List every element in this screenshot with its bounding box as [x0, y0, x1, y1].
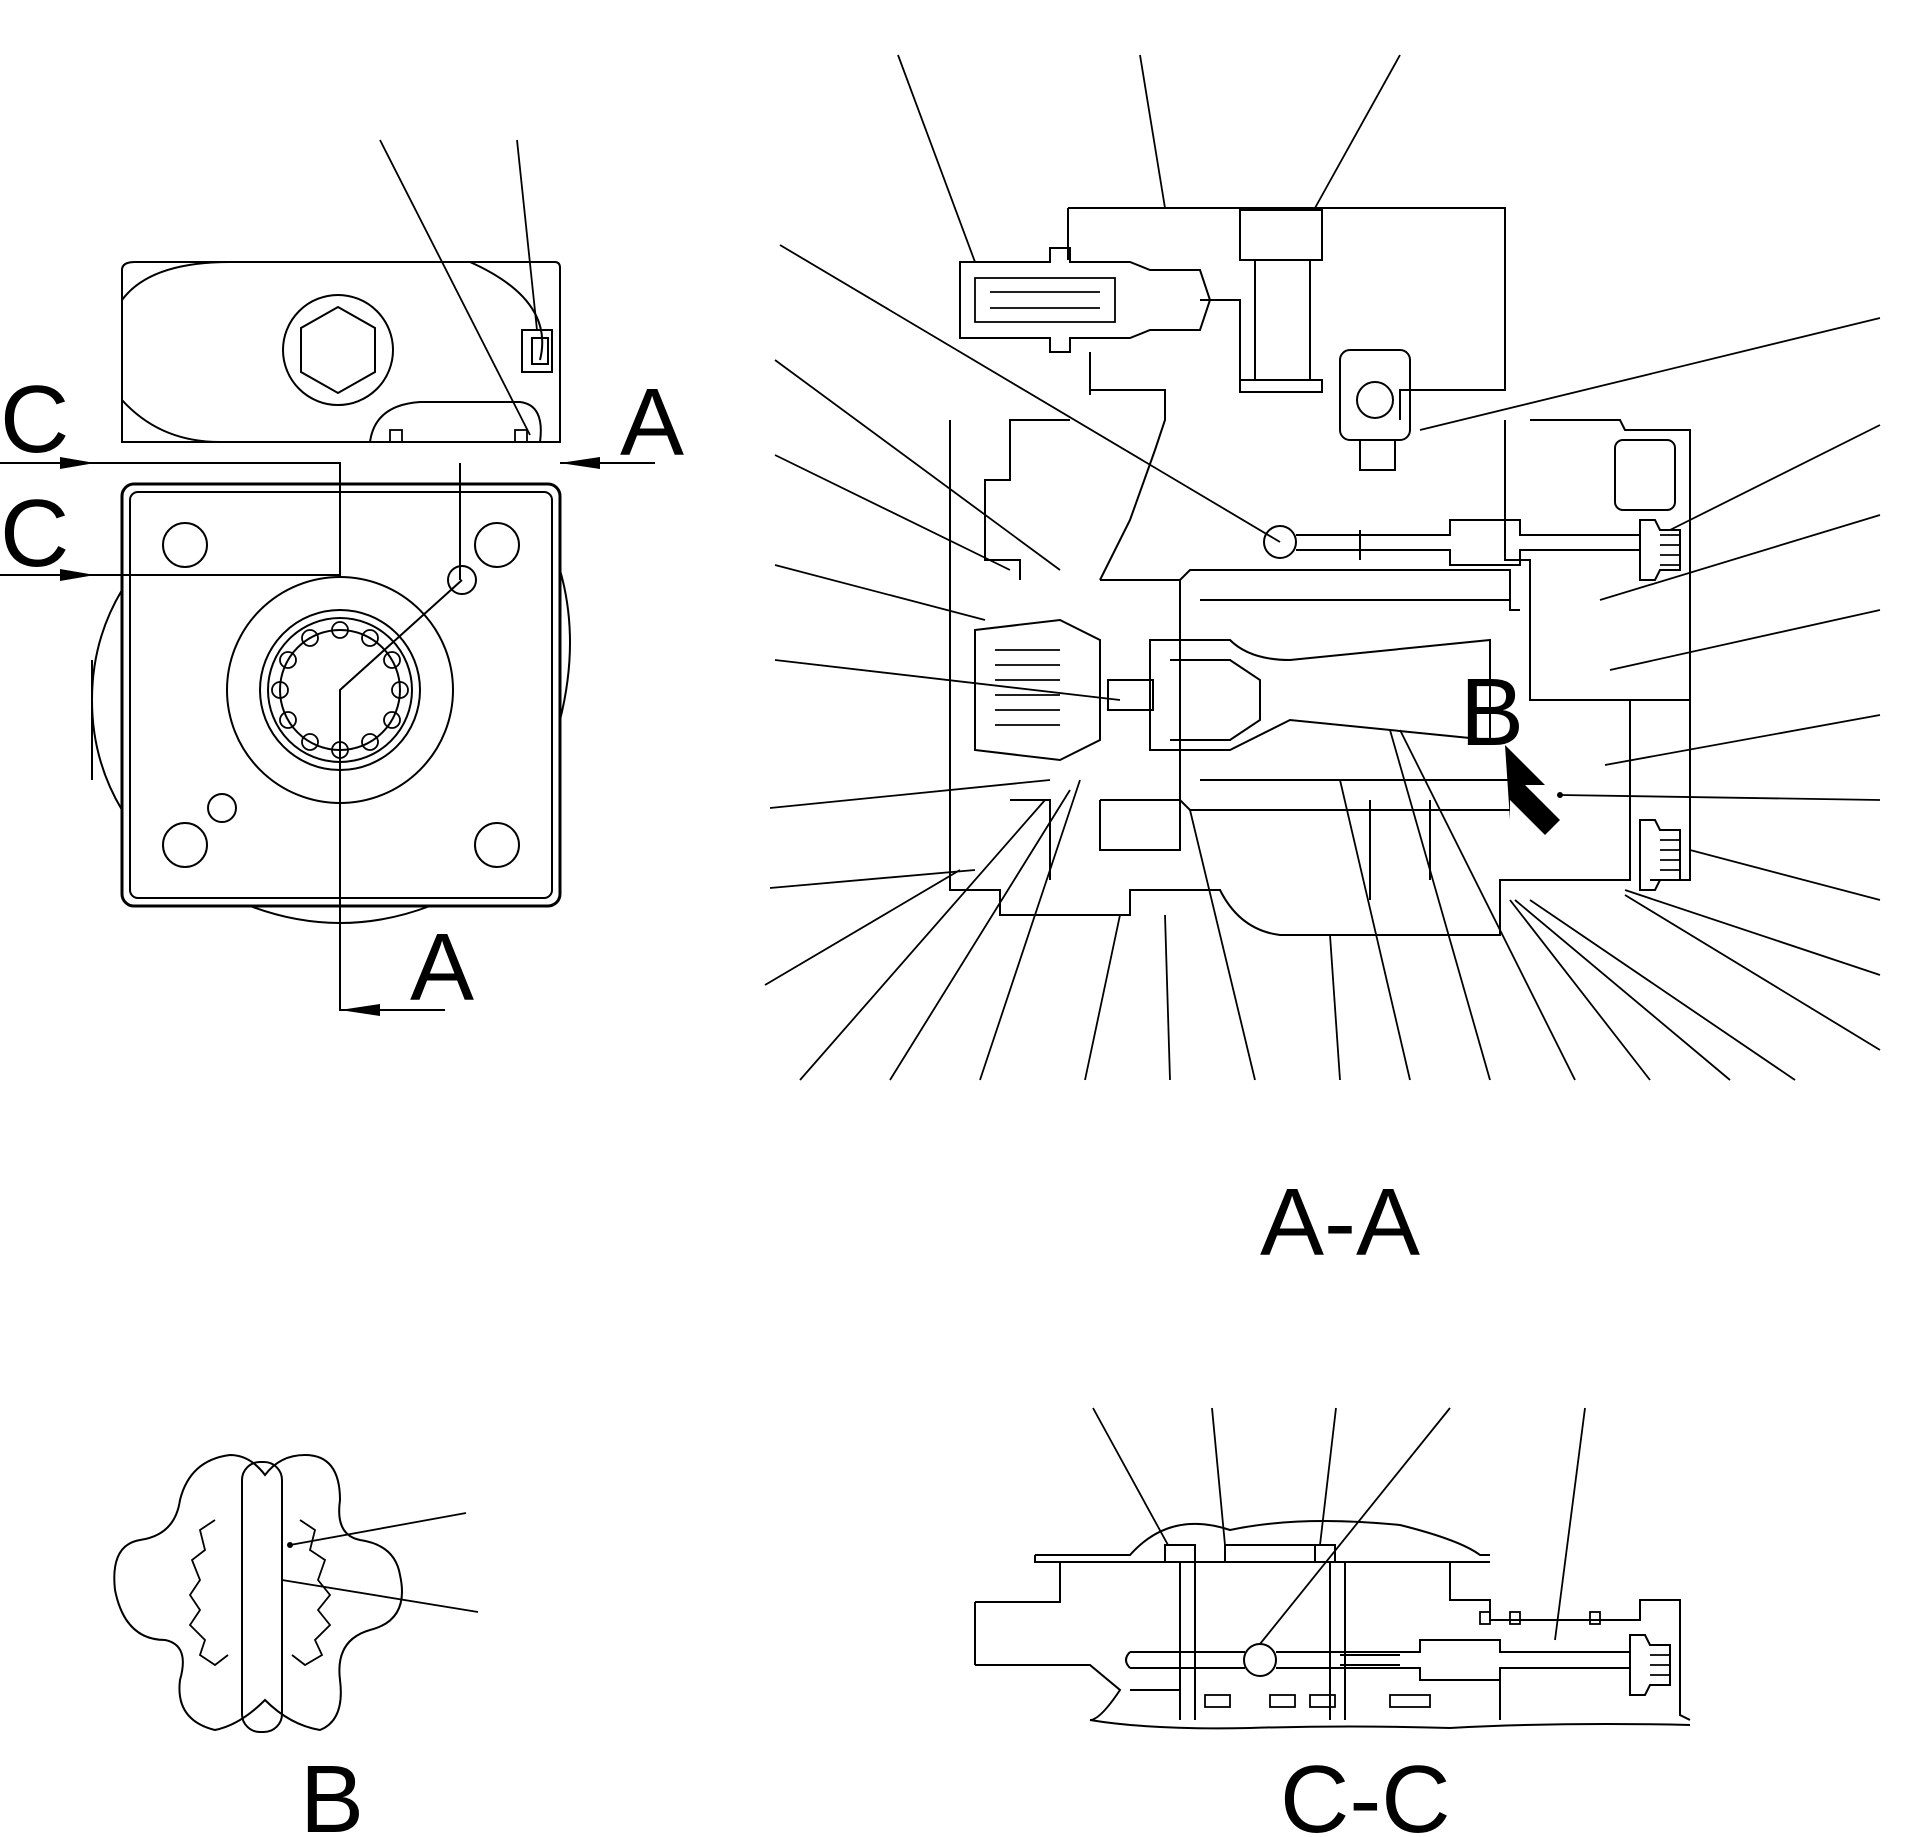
section-label-c-2: C: [0, 480, 69, 587]
section-label-c-1: C: [0, 366, 69, 473]
detail-b-title: B: [300, 1746, 364, 1837]
section-aa-title: A-A: [1260, 1169, 1420, 1276]
section-cc-view: C-C: [974, 1407, 1691, 1837]
section-label-a-bottom: A: [410, 914, 474, 1021]
detail-b-marker: B: [1460, 659, 1524, 766]
detail-b-view: B: [113, 1453, 479, 1837]
section-cc-title: C-C: [1280, 1746, 1451, 1837]
section-aa-view: B A-A: [764, 54, 1881, 1276]
front-view: C C A A: [0, 139, 684, 1021]
section-label-a-top: A: [620, 369, 684, 476]
